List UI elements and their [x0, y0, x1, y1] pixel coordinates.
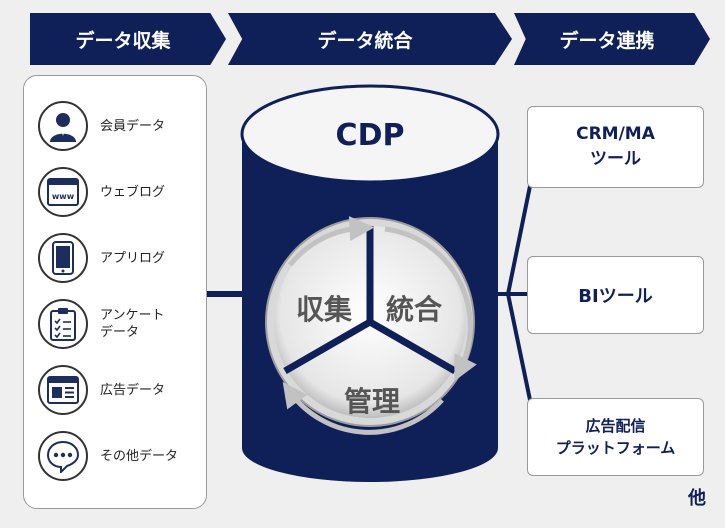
cdp-title: CDP [335, 118, 405, 153]
header-data-integration: データ統合 [228, 13, 512, 65]
source-survey-data: アンケート データ [38, 298, 206, 350]
header-collect-label: データ収集 [75, 29, 171, 52]
header-link-label: データ連携 [559, 29, 655, 52]
tool-crm-ma: CRM/MA ツール [527, 106, 704, 188]
source-label: 会員データ [100, 118, 166, 134]
tool-ad-platform: 広告配信 プラットフォーム [527, 398, 704, 476]
ad-window-icon [38, 365, 88, 415]
other-label: 他 [688, 488, 706, 509]
cycle-label-manage: 管理 [344, 385, 401, 418]
smartphone-icon [38, 233, 88, 283]
source-label: アプリログ [100, 250, 166, 266]
tool-bi: BIツール [527, 256, 704, 334]
source-web-log: www ウェブログ [38, 166, 206, 218]
header-data-collection: データ収集 [30, 13, 226, 65]
cycle-label-collect: 収集 [296, 293, 353, 326]
source-label: アンケート データ [100, 308, 165, 340]
source-member-data: 会員データ [38, 100, 206, 152]
header-integrate-label: データ統合 [317, 29, 413, 52]
browser-www-icon: www [38, 167, 88, 217]
speech-bubble-icon [38, 431, 88, 481]
source-ad-data: 広告データ [38, 364, 206, 416]
person-icon [38, 101, 88, 151]
source-label: その他データ [100, 448, 179, 464]
source-app-log: アプリログ [38, 232, 206, 284]
cycle-label-integrate: 統合 [386, 293, 443, 326]
source-label: ウェブログ [100, 184, 166, 200]
svg-text:www: www [52, 192, 75, 201]
header-data-linkage: データ連携 [514, 13, 710, 65]
source-label: 広告データ [100, 382, 166, 398]
data-source-panel: 会員データ www ウェブログ アプリログ アンケート データ 広告データ その… [23, 75, 207, 509]
clipboard-checklist-icon [38, 299, 88, 349]
source-other-data: その他データ [38, 430, 206, 482]
